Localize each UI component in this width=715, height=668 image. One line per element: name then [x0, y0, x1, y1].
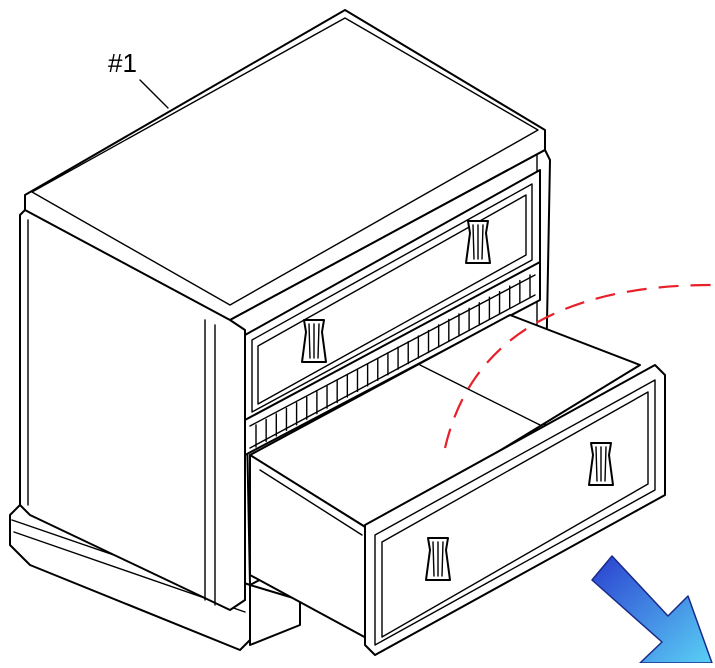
decorative-rail: [244, 261, 541, 456]
lower-drawer[interactable]: [249, 314, 666, 656]
part-label: #1: [108, 48, 137, 78]
drawer-pull-icon[interactable]: [465, 220, 491, 264]
drawer-pull-icon[interactable]: [425, 537, 451, 581]
arrow-down-right-icon: [591, 555, 713, 664]
drawer-pull-icon[interactable]: [588, 442, 614, 486]
drawer-pull-icon[interactable]: [301, 319, 327, 363]
callout-leader: [139, 79, 169, 109]
swing-path: [443, 283, 713, 449]
